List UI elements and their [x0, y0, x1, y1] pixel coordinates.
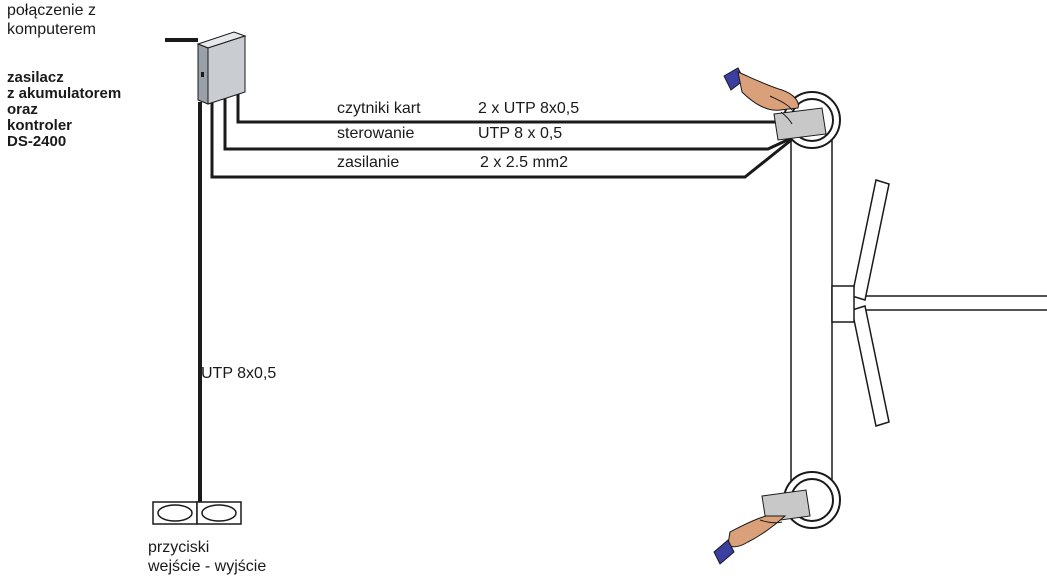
cable-name-card-readers: czytniki kart — [337, 100, 421, 117]
turnstile-frame — [790, 140, 833, 482]
computer-connection-label: połączenie z komputerem — [7, 2, 96, 38]
hand-with-card-icon — [723, 67, 827, 141]
exit-buttons — [152, 501, 242, 525]
vertical-cable-label: UTP 8x0,5 — [201, 365, 277, 382]
hand-with-card-icon — [713, 489, 811, 565]
cable-spec-power: 2 x 2.5 mm2 — [480, 154, 569, 171]
power-cable — [210, 100, 796, 179]
control-cable — [223, 94, 797, 151]
cable-spec-control: UTP 8 x 0,5 — [478, 125, 563, 142]
turnstile-arms — [831, 179, 1047, 427]
controller-label: zasilacz z akumulatorem oraz kontroler D… — [7, 69, 122, 150]
cable-name-power: zasilanie — [337, 154, 400, 171]
controller-cabinet — [196, 31, 247, 105]
cable-runs — [198, 84, 797, 502]
cable-spec-card-readers: 2 x UTP 8x0,5 — [478, 100, 580, 117]
cable-name-control: sterowanie — [337, 125, 415, 142]
card-reader-cable — [236, 84, 790, 124]
buttons-label: przyciski wejście - wyjście — [148, 539, 267, 575]
